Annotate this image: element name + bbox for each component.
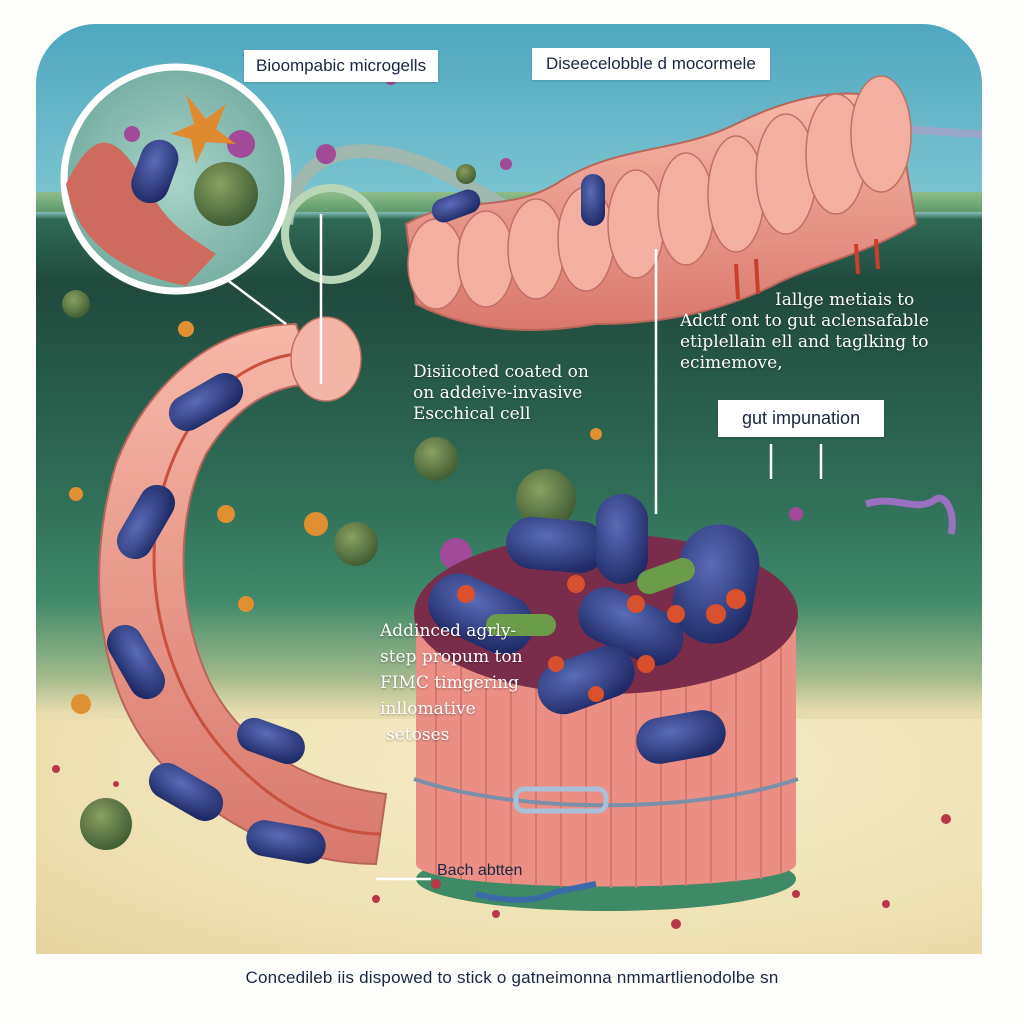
- tube-icon: [279, 144, 540, 231]
- annotation-coated-cell: Disiicoted coated on on addeive-invasive…: [413, 362, 589, 425]
- label-detachable-module: Diseecelobble d mocormele: [532, 48, 770, 80]
- gut-container-icon: [413, 494, 799, 911]
- zoom-inset-icon: [60, 63, 292, 295]
- annotation-line: Addinced agrly-: [380, 621, 517, 641]
- debris-icon: [52, 765, 951, 929]
- annotation-adhesion: Iallge metiais to Adctf ont to gut aclen…: [680, 290, 929, 374]
- annotation-line: step propum ton: [380, 647, 523, 667]
- clamp-icon: [513, 786, 609, 814]
- annotation-line: ecimemove,: [680, 353, 783, 373]
- annotation-line: Adctf ont to gut aclensafable: [680, 311, 929, 331]
- ring-icon: [281, 184, 381, 284]
- dna-strand-icon: [475, 881, 597, 903]
- intestine-curve-icon: [98, 316, 388, 866]
- intestine-upper-icon: [404, 75, 918, 331]
- annotation-line: Disiicoted coated on: [413, 362, 589, 382]
- figure-caption: Concedileb iis dispowed to stick o gatne…: [245, 968, 779, 987]
- label-gut-impunation: gut impunation: [718, 400, 885, 437]
- illustration-frame: [36, 24, 982, 954]
- annotation-early-step: Addinced agrly- step propum ton FIMC tim…: [380, 618, 523, 748]
- illustration-artwork: [52, 63, 982, 929]
- annotation-line: FIMC timgering: [380, 673, 520, 693]
- worm-icon: [864, 494, 956, 535]
- annotation-line: on addeive-invasive: [413, 383, 583, 403]
- annotation-line: Iallge metiais to: [775, 290, 915, 310]
- annotation-line: Escchical cell: [413, 404, 531, 424]
- label-biocompatible-microgels: Bioompabic microgells: [244, 50, 439, 82]
- annotation-line: inllomative: [380, 699, 476, 719]
- annotation-line: etiplellain ell and taglking to: [680, 332, 929, 352]
- label-bach-abtten: Bach abtten: [437, 862, 523, 879]
- virus-icon: [62, 164, 576, 850]
- annotation-line: setoses: [386, 725, 450, 745]
- pointer-lines: [225, 214, 823, 881]
